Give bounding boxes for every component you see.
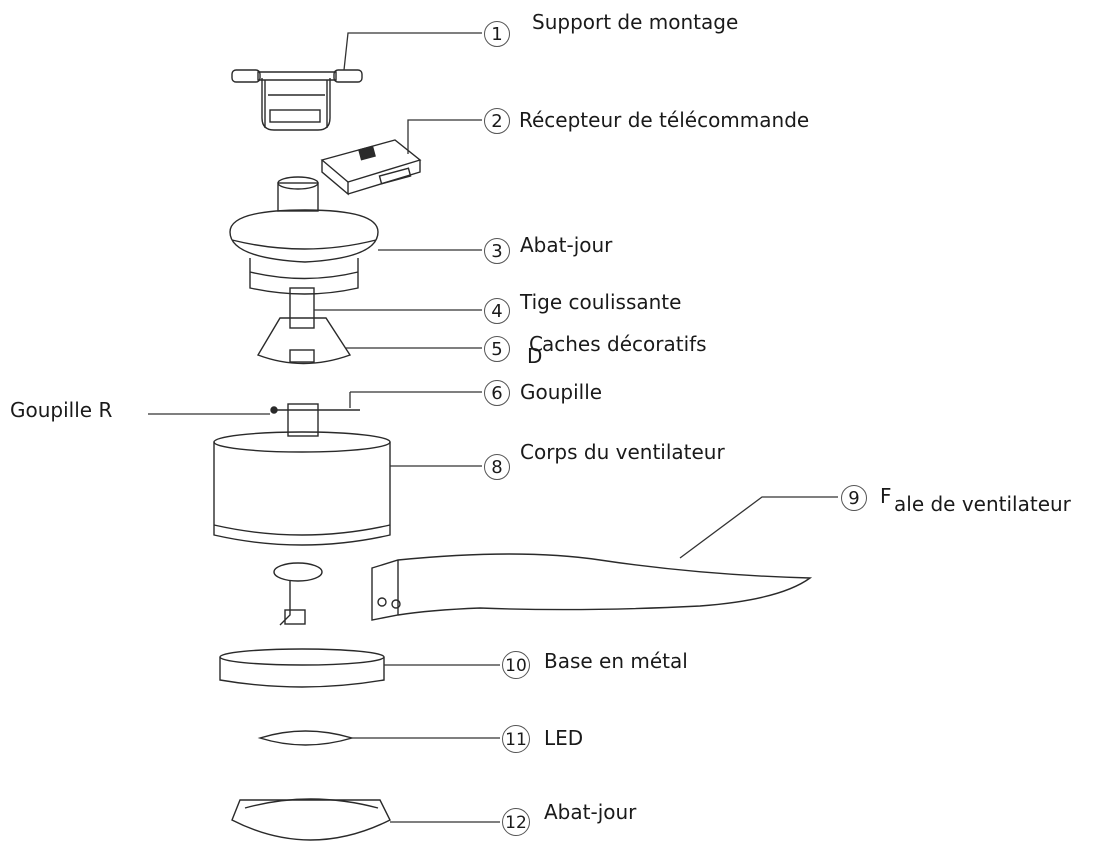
part-number-2: 2 [484,108,510,134]
part-label-11: LED [544,726,584,750]
part-number-11: 11 [502,725,530,753]
downrod-shape [289,287,315,329]
overlay-char-f: F [880,484,892,508]
metal-base-shape [219,648,385,688]
part-label-4: Tige coulissante [520,290,682,314]
part-label-2: écepteur de télécommande [532,108,810,132]
part-number-9: 9 [841,485,867,511]
part-number-8: 8 [484,454,510,480]
part-number-5: 5 [484,336,510,362]
pin-shape [270,403,360,437]
part-number-10: 10 [502,651,530,679]
part-number-3: 3 [484,238,510,264]
shade-shape [231,798,391,841]
led-shape [257,730,355,746]
part-label-9: ale de ventilateur [894,492,1071,516]
part-number-12: 12 [502,808,530,836]
part-label-6: Goupille [520,380,603,404]
part-label-10: Base en métal [544,649,688,673]
canopy-shape [229,176,379,295]
fan-blade-shape [371,553,813,621]
part-number-4: 4 [484,298,510,324]
part-label-3: Abat-jour [520,233,613,257]
overlay-char-d: D [527,344,543,368]
overlay-char-c: C [529,332,543,356]
decorative-cover-shape [256,317,352,365]
side-label-r-pin: Goupille R [10,398,113,422]
part-label-1: Support de montage [532,10,739,34]
part-number-1: 1 [484,21,510,47]
part-label-8: Corps du ventilateur [520,440,725,464]
part-number-6: 6 [484,380,510,406]
mounting-bracket-shape [231,69,363,131]
remote-receiver-shape [320,139,422,196]
overlay-char-r: R [519,108,533,132]
wiring-plate-shape [273,562,323,626]
leader-lines [148,32,838,823]
fan-body-shape [213,431,391,546]
part-label-12: Abat-jour [544,800,637,824]
part-label-5: aches décoratifs [542,332,707,356]
